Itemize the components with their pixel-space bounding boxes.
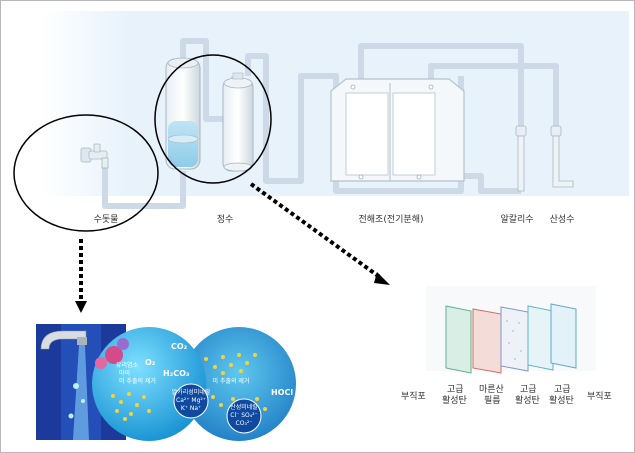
alkaline-ions-2: K⁺ Na⁺ <box>181 405 201 412</box>
alkaline-outlet-icon <box>515 125 527 192</box>
free-chlorine-label: 유리염소 <box>116 361 139 369</box>
alkaline-ions-1: Ca²⁺ Mg²⁺ <box>176 397 206 404</box>
alkaline-mineral-title: 알카리성미네랄 <box>172 388 211 396</box>
faucet-icon <box>80 143 109 169</box>
filter-label-5a: 고급 <box>554 384 571 395</box>
filter-label-3b: 필름 <box>484 394 501 406</box>
filter-label-6: 부직포 <box>587 391 612 402</box>
label-purified: 정수 <box>217 214 234 225</box>
co2-label: CO₂ <box>171 342 188 351</box>
arrow-to-filter-layers <box>249 182 390 285</box>
micro-label: 마이 <box>119 369 130 377</box>
pipe-network <box>102 38 559 209</box>
label-alkaline: 알칼리수 <box>500 214 533 225</box>
highlight-circle-tap <box>13 114 159 232</box>
cartridge-icon <box>222 72 254 172</box>
label-electrolysis: 전해조(전기분해) <box>359 214 424 225</box>
removal-caption-1: 미 추출의 제거 <box>119 377 156 385</box>
filter-tank-icon <box>165 57 201 170</box>
filter-label-2a: 고급 <box>447 384 464 395</box>
filter-label-3a: 마른산 <box>479 384 504 395</box>
filter-layers-illustration <box>426 286 596 374</box>
acid-ions-2: CO₃²⁻ <box>236 420 253 427</box>
removal-caption-2: 미 추출의 제거 <box>213 377 250 385</box>
acid-ions-1: Cl⁻ SO₄²⁻ <box>230 412 257 419</box>
filter-label-4a: 고급 <box>520 384 537 395</box>
filter-label-2b: 활성탄 <box>442 394 467 406</box>
filter-label-1: 부직포 <box>401 391 426 402</box>
electrolysis-cell-icon <box>330 78 465 182</box>
o2-label: O₂ <box>145 358 156 367</box>
label-tap-water: 수돗물 <box>94 214 119 225</box>
acid-mineral-title: 산성미네랄 <box>230 403 258 411</box>
filter-label-5b: 활성탄 <box>549 394 574 406</box>
highlight-circle-filter <box>154 54 272 184</box>
hocl-label: HOCl <box>271 388 293 397</box>
water-detail-illustration: 유리염소 마이 O₂ CO₂ H₂CO₃ 미 추출의 제거 알카리성미네랄 Ca… <box>36 324 296 441</box>
acidic-outlet-icon <box>550 125 574 188</box>
filter-label-4b: 활성탄 <box>515 394 540 406</box>
h2co3-label: H₂CO₃ <box>163 369 190 378</box>
label-acidic: 산성수 <box>550 214 575 225</box>
arrow-to-detail <box>75 239 87 313</box>
